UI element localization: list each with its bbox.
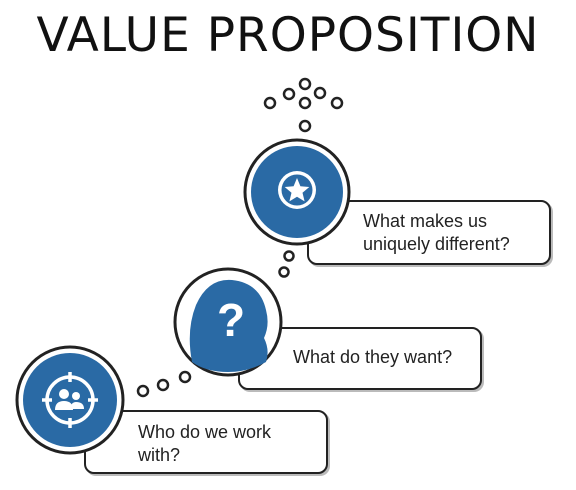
step-3-text-line1: What makes us <box>363 211 488 231</box>
step-1-text-line1: Who do we work <box>138 422 272 442</box>
step-3-box <box>307 200 551 265</box>
step-1-box <box>84 410 328 474</box>
page-title: VALUE PROPOSITION <box>36 8 540 63</box>
question-head-icon: ? <box>189 279 268 372</box>
thought-bubbles-middle <box>278 250 295 278</box>
step-2-box <box>238 327 482 390</box>
thought-bubbles-lower <box>136 370 192 398</box>
thought-bubbles-top <box>263 77 344 133</box>
step-3-text-line2: uniquely different? <box>363 234 510 254</box>
step-2-circle: ? <box>173 267 283 377</box>
star-icon <box>278 171 316 209</box>
step-1-circle <box>15 345 125 455</box>
step-2-text-line1: What do they want? <box>293 347 453 367</box>
step-3-circle <box>243 138 351 246</box>
svg-text:?: ? <box>217 294 245 346</box>
people-target-icon <box>42 372 98 428</box>
step-1-text-line2: with? <box>138 445 181 465</box>
